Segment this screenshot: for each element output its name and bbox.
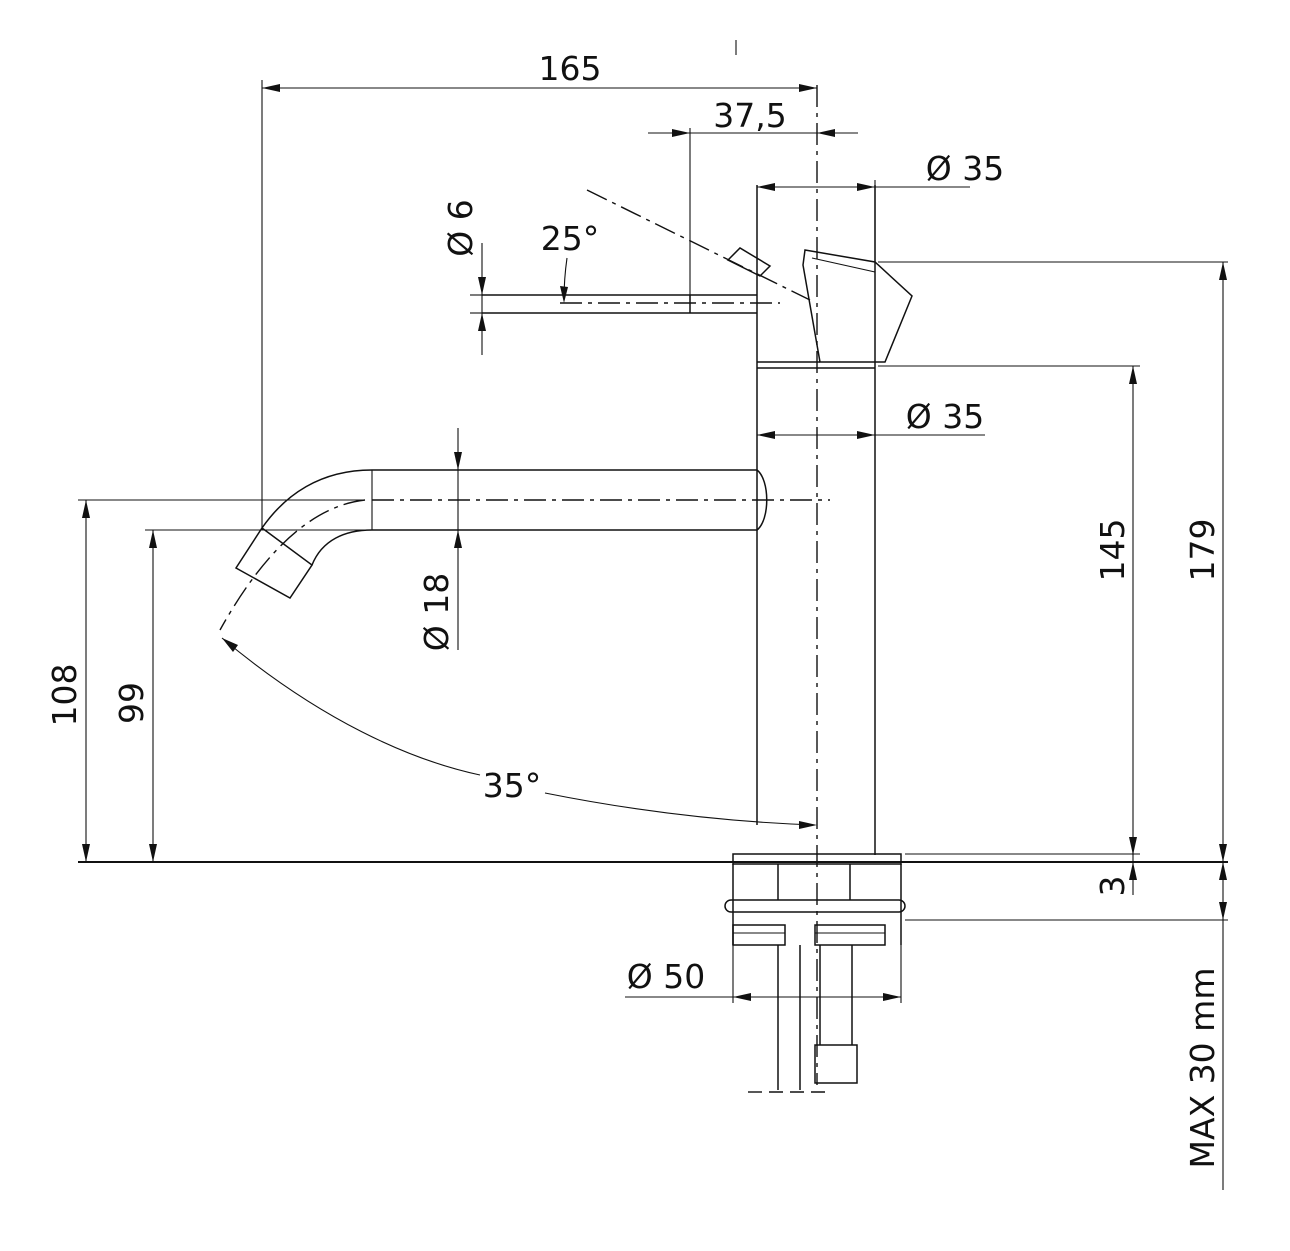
dim-108: 108	[45, 664, 84, 727]
dim-lever-angle: 25°	[541, 219, 600, 258]
dim-base-diameter: Ø 50	[627, 957, 705, 996]
connector-nut	[814, 1044, 858, 1084]
dim-swing-angle: 35°	[483, 766, 542, 805]
dim-pin-diameter: Ø 6	[441, 199, 480, 256]
spout-outlet	[234, 526, 314, 599]
dim-max-deck-thickness: MAX 30 mm	[1183, 968, 1222, 1169]
spout-bottom	[311, 529, 757, 566]
dimension-labels: 165 37,5 Ø 35 Ø 6 25° Ø 35 Ø 18 35° 108 …	[45, 49, 1222, 1168]
dim-165: 165	[539, 49, 602, 88]
dim-3: 3	[1093, 876, 1132, 897]
dim-spout-diameter: Ø 18	[417, 573, 456, 651]
dim-lever-body-diameter: Ø 35	[926, 149, 1004, 188]
lever-handle	[802, 249, 913, 363]
faucet-outline	[219, 40, 913, 1093]
dim-99: 99	[112, 682, 151, 724]
dim-179: 179	[1183, 519, 1222, 582]
dim-145: 145	[1093, 519, 1132, 582]
spout-top	[261, 469, 757, 529]
dim-body-diameter: Ø 35	[906, 397, 984, 436]
dim-37-5: 37,5	[713, 96, 786, 135]
dimension-lines	[78, 80, 1228, 1190]
